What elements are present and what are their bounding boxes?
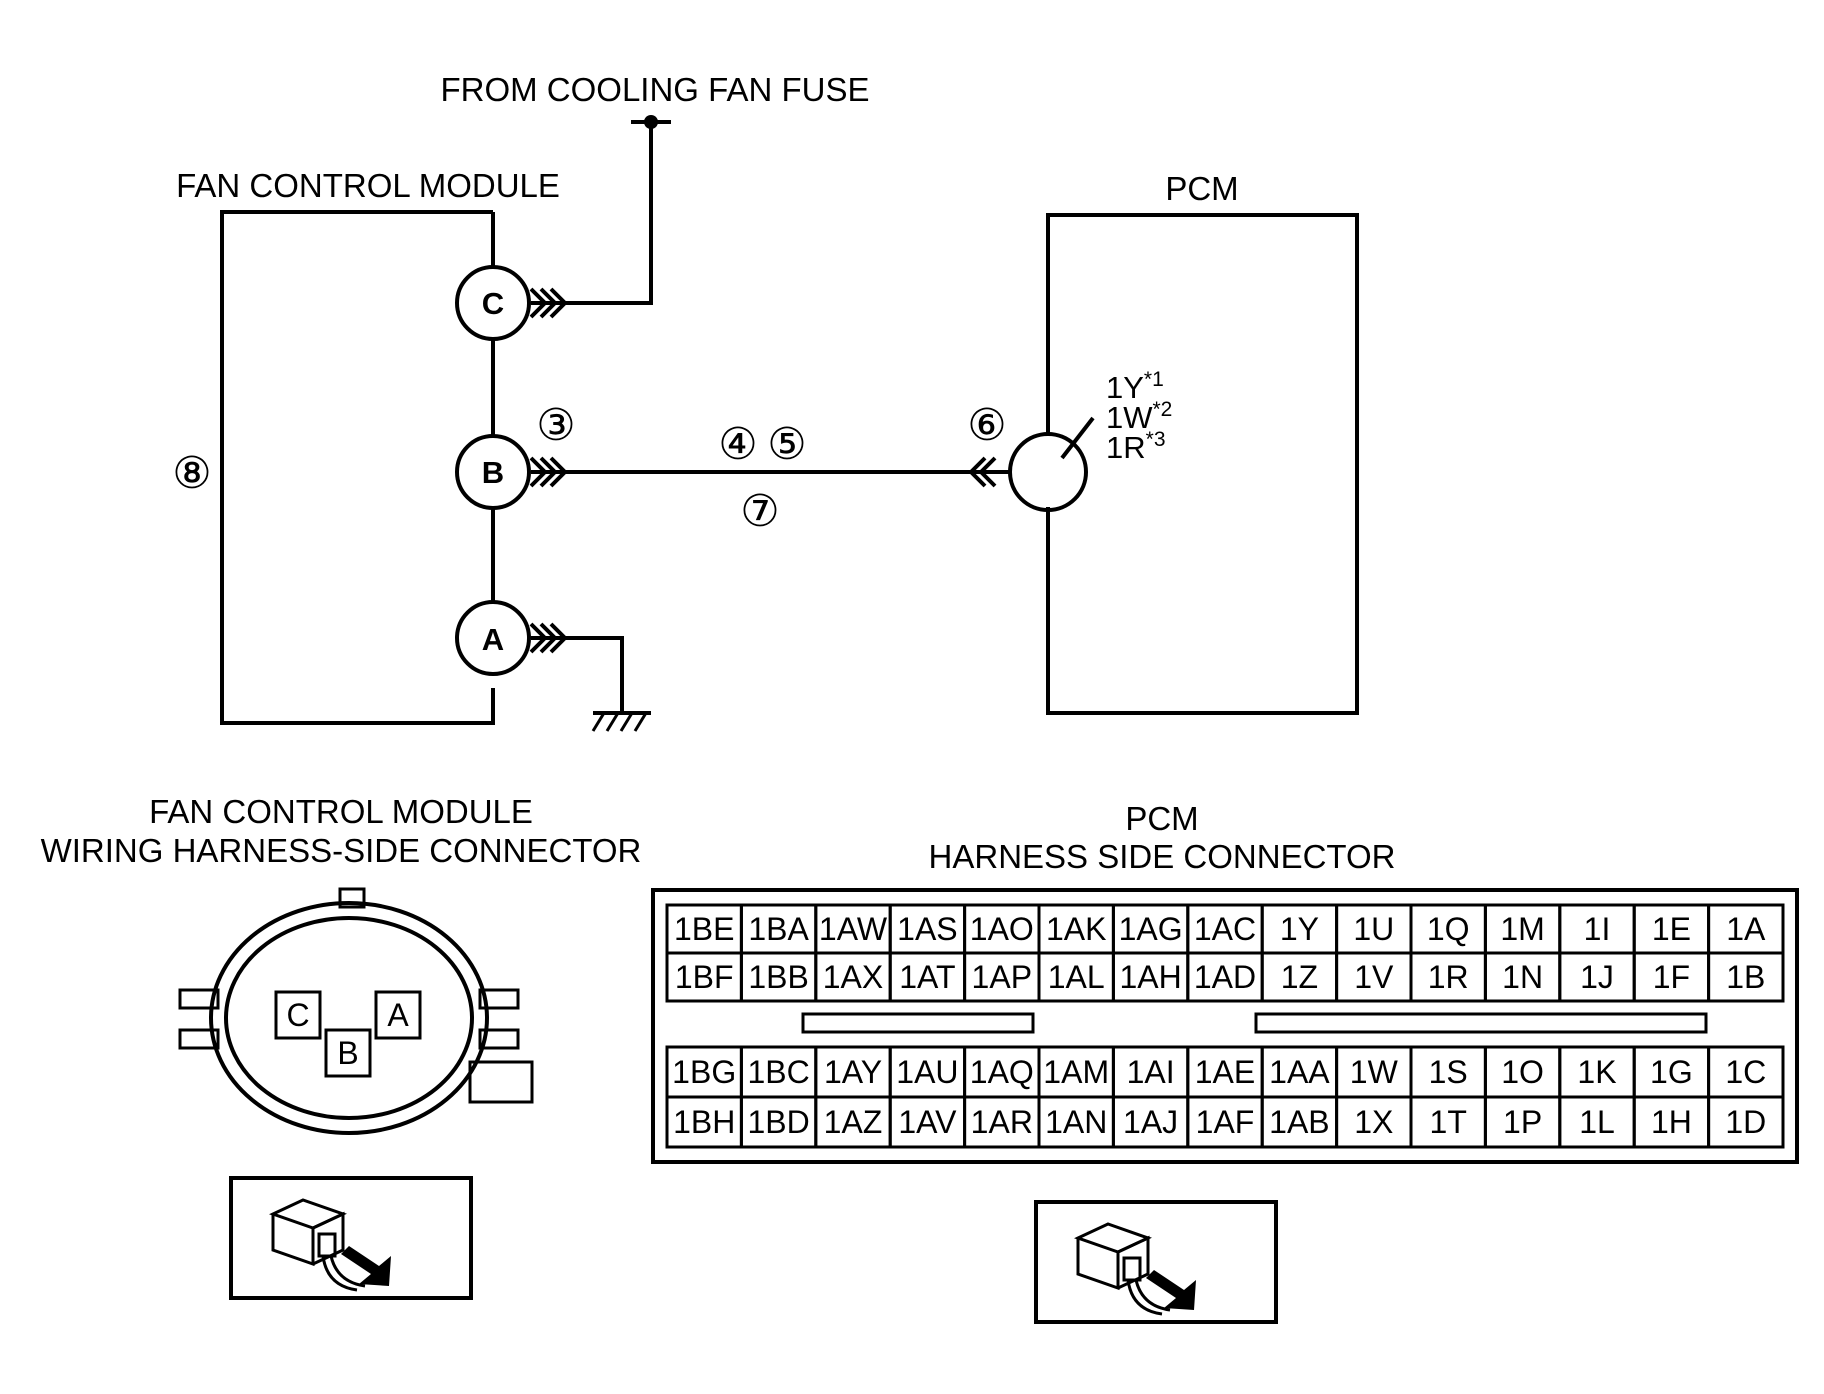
- pcm-pin-label: 1Z: [1281, 959, 1318, 995]
- pcm-pin-label: 1AY: [824, 1054, 882, 1090]
- pcm-pin-label: 1H: [1651, 1104, 1692, 1140]
- fcm-pin-c: C: [286, 997, 309, 1033]
- pcm-pin-label: 1E: [1652, 911, 1691, 947]
- pcm-terminal-1w: 1W*2: [1106, 398, 1172, 435]
- fcm-terminal-c-label: C: [482, 286, 504, 321]
- pcm-pin-label: 1S: [1429, 1054, 1468, 1090]
- pcm-pin-label: 1M: [1500, 911, 1544, 947]
- step-marker-5: ⑤: [767, 419, 806, 470]
- pcm-pin-label: 1Q: [1427, 911, 1470, 947]
- pcm-pin-label: 1AF: [1196, 1104, 1255, 1140]
- pcm-pin-label: 1BH: [673, 1104, 735, 1140]
- fcm-connector-face: C B A: [178, 887, 534, 1135]
- pcm-pin-label: 1AN: [1045, 1104, 1107, 1140]
- pcm-pin-label: 1AP: [972, 959, 1032, 995]
- pcm-pin-label: 1AZ: [824, 1104, 883, 1140]
- pcm-pin-label: 1BC: [747, 1054, 809, 1090]
- pcm-connector-title-2: HARNESS SIDE CONNECTOR: [929, 838, 1396, 875]
- pcm-pin-label: 1K: [1577, 1054, 1616, 1090]
- pcm-pin-label: 1AJ: [1123, 1104, 1178, 1140]
- pcm-pin-label: 1AW: [819, 911, 888, 947]
- pcm-pin-label: 1AT: [899, 959, 955, 995]
- fuse-junction: [631, 115, 671, 129]
- pcm-pin-label: 1A: [1726, 911, 1766, 947]
- pcm-pin-label: 1AE: [1195, 1054, 1255, 1090]
- fcm-terminal-a-label: A: [482, 622, 504, 657]
- pcm-pin-label: 1AG: [1119, 911, 1183, 947]
- step-marker-4: ④: [718, 419, 757, 470]
- step-marker-8: ⑧: [172, 448, 211, 499]
- pcm-pin-label: 1N: [1502, 959, 1543, 995]
- pcm-pin-label: 1AQ: [970, 1054, 1034, 1090]
- fan-control-module-box: [220, 210, 495, 725]
- pcm-pin-label: 1AB: [1269, 1104, 1329, 1140]
- pcm-pin-label: 1G: [1650, 1054, 1693, 1090]
- pcm-pin-label: 1AH: [1119, 959, 1181, 995]
- pcm-pin-label: 1T: [1430, 1104, 1467, 1140]
- pcm-pin-label: 1F: [1653, 959, 1690, 995]
- pcm-pin-label: 1BD: [747, 1104, 809, 1140]
- pcm-pin-label: 1AX: [823, 959, 883, 995]
- pcm-pin-label: 1AR: [971, 1104, 1033, 1140]
- harness-side-probe-icon-pcm: [1034, 1200, 1278, 1324]
- pcm-pin-label: 1D: [1725, 1104, 1766, 1140]
- pcm-pin-label: 1BE: [674, 911, 734, 947]
- pcm-pin-label: 1BA: [748, 911, 809, 947]
- fcm-terminal-b-label: B: [482, 455, 504, 490]
- fcm-connector-title-1: FAN CONTROL MODULE: [149, 793, 533, 830]
- pcm-pin-label: 1Y: [1280, 911, 1319, 947]
- pcm-pin-label: 1B: [1726, 959, 1765, 995]
- pcm-pin-label: 1R: [1428, 959, 1469, 995]
- pcm-pin-label: 1AK: [1046, 911, 1106, 947]
- pcm-pin-label: 1V: [1354, 959, 1394, 995]
- pcm-pin-label: 1W: [1350, 1054, 1399, 1090]
- pcm-terminal-labels: 1Y*1 1W*2 1R*3: [1106, 368, 1172, 465]
- pcm-pin-label: 1L: [1579, 1104, 1615, 1140]
- fcm-pin-b: B: [337, 1035, 358, 1071]
- pcm-pin-label: 1AL: [1048, 959, 1105, 995]
- pcm-terminal-1r: 1R*3: [1106, 428, 1166, 465]
- pcm-label: PCM: [1165, 170, 1238, 207]
- pcm-pin-label: 1BG: [672, 1054, 736, 1090]
- pcm-connector-title-1: PCM: [1125, 800, 1198, 837]
- step-marker-7: ⑦: [740, 486, 779, 537]
- pcm-pin-label: 1BB: [748, 959, 808, 995]
- pcm-pin-label: 1P: [1503, 1104, 1542, 1140]
- pcm-pin-label: 1O: [1501, 1054, 1544, 1090]
- pcm-pin-label: 1AV: [898, 1104, 957, 1140]
- fcm-pin-a: A: [387, 997, 409, 1033]
- pcm-cell-box: [1707, 951, 1785, 1003]
- fcm-connector-title-2: WIRING HARNESS-SIDE CONNECTOR: [41, 832, 642, 869]
- fan-control-module-label: FAN CONTROL MODULE: [176, 167, 560, 204]
- step-marker-6: ⑥: [967, 400, 1006, 451]
- pcm-pin-label: 1AU: [896, 1054, 958, 1090]
- pcm-box: [1008, 213, 1359, 715]
- harness-side-probe-icon: [229, 1176, 473, 1300]
- pcm-pin-label: 1J: [1580, 959, 1614, 995]
- pcm-connector-arrows: [968, 456, 997, 488]
- pcm-pin-label: 1AC: [1194, 911, 1256, 947]
- pcm-cell-box: [1707, 1095, 1785, 1149]
- fuse-source-label: FROM COOLING FAN FUSE: [440, 71, 869, 108]
- pcm-pin-label: 1AA: [1269, 1054, 1330, 1090]
- pcm-pin-label: 1AO: [970, 911, 1034, 947]
- pcm-pin-label: 1I: [1584, 911, 1611, 947]
- pcm-pin-label: 1C: [1725, 1054, 1766, 1090]
- pcm-pin-label: 1AI: [1127, 1054, 1175, 1090]
- pcm-pin-label: 1AS: [897, 911, 957, 947]
- fcm-terminal-c: C: [455, 122, 653, 341]
- ground-icon: [591, 711, 651, 732]
- pcm-pin-label: 1AD: [1194, 959, 1256, 995]
- fcm-terminal-a: A: [455, 600, 624, 712]
- pcm-pin-label: 1AM: [1043, 1054, 1109, 1090]
- pcm-pin-label: 1X: [1354, 1104, 1393, 1140]
- pcm-pin-label: 1U: [1353, 911, 1394, 947]
- pcm-terminal-1y: 1Y*1: [1106, 368, 1164, 405]
- step-marker-3: ③: [536, 400, 575, 451]
- pcm-pin-label: 1BF: [675, 959, 734, 995]
